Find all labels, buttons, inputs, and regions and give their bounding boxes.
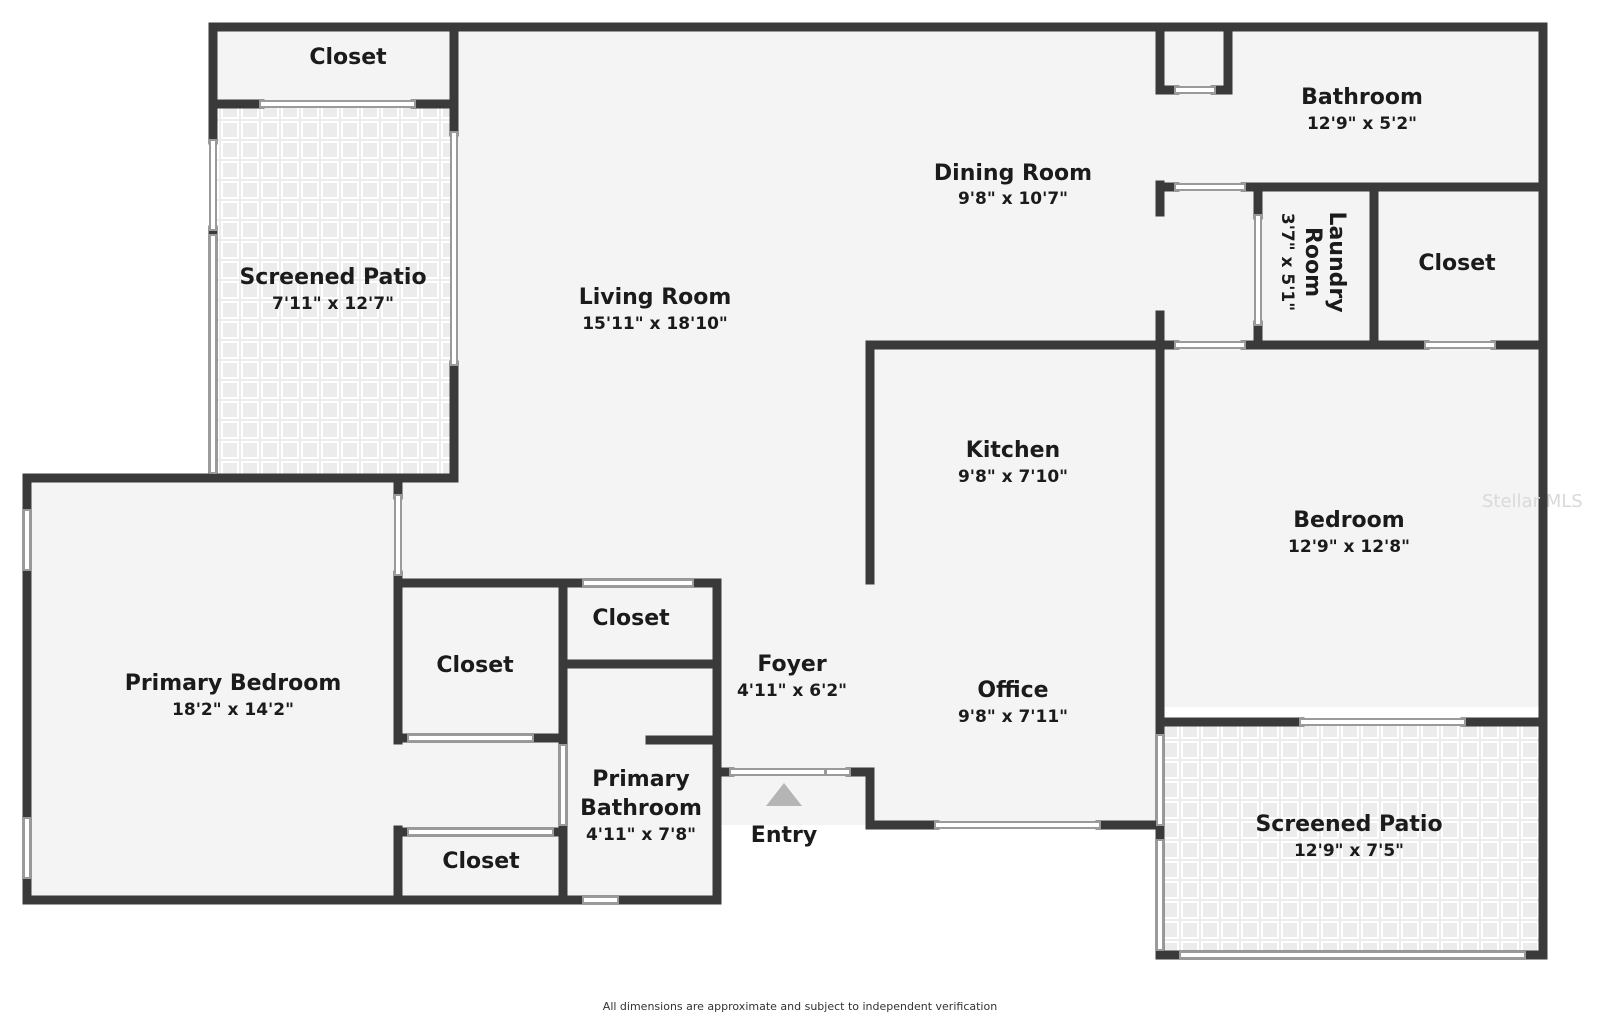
window <box>559 744 567 826</box>
window <box>407 734 534 742</box>
bathroom-dims: 12'9" x 5'2" <box>1307 114 1417 134</box>
bathroom-label: Bathroom <box>1301 85 1423 110</box>
window <box>259 100 416 108</box>
primary-bathroom-label-line2: Bathroom <box>580 796 702 821</box>
window <box>1174 341 1246 349</box>
window <box>1174 183 1246 191</box>
laundry-room-label-line2: Room <box>1300 227 1325 297</box>
kitchen-label: Kitchen <box>966 438 1060 463</box>
laundry-room-label-line1: Laundry <box>1324 211 1349 312</box>
window <box>209 234 217 474</box>
screened-patio-right-label: Screened Patio <box>1255 812 1442 837</box>
kitchen-dims: 9'8" x 7'10" <box>958 467 1068 487</box>
window <box>934 821 1101 829</box>
floor-areas <box>27 27 1543 951</box>
closet-right-label: Closet <box>1418 251 1496 276</box>
screened-patio-left-dims: 7'11" x 12'7" <box>272 294 394 314</box>
primary-bedroom-dims: 18'2" x 14'2" <box>172 700 294 720</box>
living-room-dims: 15'11" x 18'10" <box>582 314 728 334</box>
window <box>23 817 31 879</box>
disclaimer-text: All dimensions are approximate and subje… <box>602 1000 998 1013</box>
watermark: Stellar MLS <box>1482 491 1583 512</box>
closet-top-left-label: Closet <box>309 45 387 70</box>
window <box>450 131 458 366</box>
entry-label: Entry <box>751 823 817 848</box>
laundry-room-label-group: Laundry Room 3'7" x 5'1" <box>1277 211 1349 312</box>
closet-bottom-label: Closet <box>442 849 520 874</box>
dining-room-label: Dining Room <box>934 161 1092 186</box>
closet-mid-right-label: Closet <box>592 606 670 631</box>
bedroom-label: Bedroom <box>1293 508 1404 533</box>
floor-foyer-office <box>717 580 1162 825</box>
foyer-dims: 4'11" x 6'2" <box>737 681 847 701</box>
window <box>1424 341 1496 349</box>
patio-right-tiles <box>1163 725 1539 951</box>
window <box>394 494 402 576</box>
dining-room-dims: 9'8" x 10'7" <box>958 189 1068 209</box>
primary-bathroom-label-line1: Primary <box>592 767 689 792</box>
screened-patio-right-dims: 12'9" x 7'5" <box>1294 841 1404 861</box>
primary-bedroom-label: Primary Bedroom <box>125 671 342 696</box>
bedroom-dims: 12'9" x 12'8" <box>1288 537 1410 557</box>
window <box>209 139 217 231</box>
foyer-label: Foyer <box>757 652 827 677</box>
windows <box>23 86 1526 959</box>
office-dims: 9'8" x 7'11" <box>958 707 1068 727</box>
window <box>582 579 694 587</box>
window <box>1174 86 1216 94</box>
window <box>729 768 826 776</box>
laundry-room-dims: 3'7" x 5'1" <box>1277 213 1297 311</box>
window <box>1156 839 1164 951</box>
room-labels: Closet Screened Patio 7'11" x 12'7" Livi… <box>125 45 1496 874</box>
floor-primary-wing <box>27 480 717 900</box>
window <box>407 828 554 836</box>
window <box>825 768 851 776</box>
patio-left-tiles <box>217 104 454 476</box>
window <box>1299 718 1466 726</box>
entry-arrow-icon <box>766 783 802 806</box>
screened-patio-left-label: Screened Patio <box>239 265 426 290</box>
window <box>1254 214 1262 326</box>
closet-mid-left-label: Closet <box>436 653 514 678</box>
window <box>23 509 31 571</box>
primary-bathroom-dims: 4'11" x 7'8" <box>586 825 696 845</box>
living-room-label: Living Room <box>579 285 732 310</box>
office-label: Office <box>977 678 1048 703</box>
window <box>582 896 619 904</box>
window <box>1179 951 1526 959</box>
window <box>1156 734 1164 826</box>
